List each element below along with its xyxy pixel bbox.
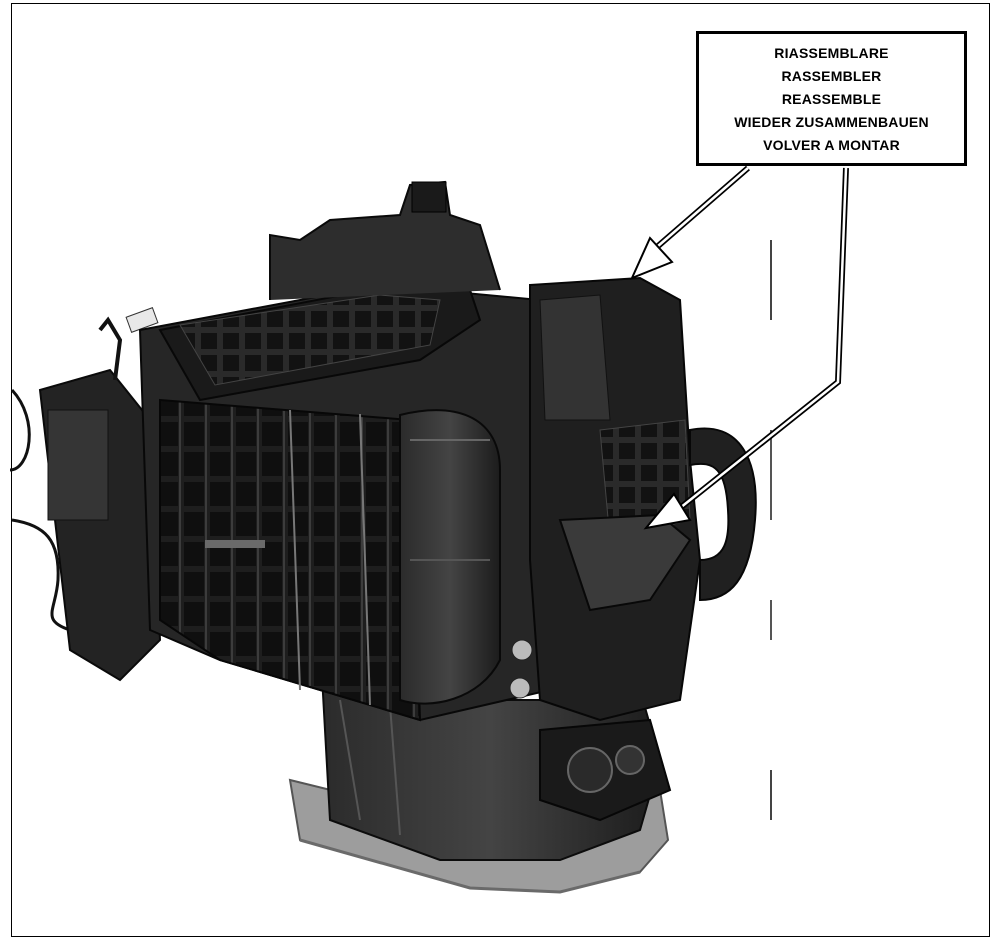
- callout-line-italian: RIASSEMBLARE: [774, 44, 889, 61]
- callout-line-german: WIEDER ZUSAMMENBAUEN: [734, 113, 929, 130]
- callout-arrow-upper: [630, 165, 750, 280]
- callout-box: RIASSEMBLARE RASSEMBLER REASSEMBLE WIEDE…: [696, 31, 967, 166]
- callout-line-french: RASSEMBLER: [781, 67, 882, 84]
- callout-line-spanish: VOLVER A MONTAR: [763, 136, 900, 153]
- callout-line-english: REASSEMBLE: [781, 90, 882, 107]
- callout-arrow-lower: [643, 167, 849, 530]
